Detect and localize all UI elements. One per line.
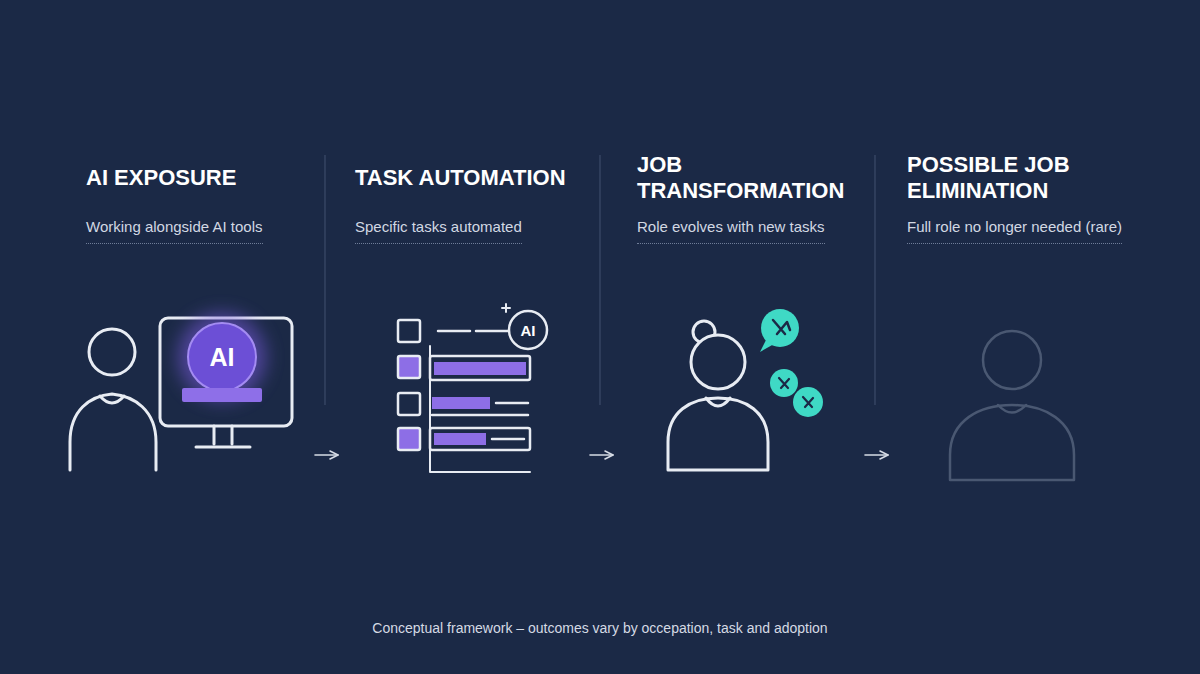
- person-head: [691, 335, 745, 389]
- checklist-icon: [398, 304, 547, 472]
- stage-description: Full role no longer needed (rare): [907, 218, 1122, 244]
- ai-badge-label: AI: [210, 345, 235, 370]
- description-block: Working alongside AI tools: [86, 206, 315, 244]
- list-frame: [430, 346, 530, 472]
- person-body: [70, 394, 156, 470]
- faded-person-icon: [950, 331, 1074, 480]
- flow-arrow: [590, 454, 613, 456]
- person-collar: [100, 396, 124, 403]
- stage-heading: JOB TRANSFORMATION: [637, 152, 862, 204]
- heading-block: POSSIBLE JOB ELIMINATION: [907, 150, 1168, 206]
- stage-column: TASK AUTOMATION Specific tasks automated: [338, 150, 590, 480]
- column-divider: [599, 155, 600, 405]
- task-bar: [434, 362, 526, 375]
- stage-description: Specific tasks automated: [355, 218, 522, 244]
- monitor-stand: [214, 426, 232, 444]
- transformed-person-icon: [668, 309, 823, 470]
- description-block: Role evolves with new tasks: [637, 206, 865, 244]
- person-body: [950, 405, 1074, 480]
- heading-block: AI EXPOSURE: [86, 150, 315, 206]
- column-divider: [324, 155, 325, 405]
- stage-column: JOB TRANSFORMATION Role evolves with new …: [613, 150, 865, 480]
- task-line: [492, 438, 524, 441]
- bubble-tail: [760, 340, 774, 352]
- stage-heading: TASK AUTOMATION: [355, 165, 566, 191]
- heading-block: JOB TRANSFORMATION: [637, 150, 865, 206]
- bubble-symbol: [779, 378, 789, 388]
- ai-badge: [188, 323, 256, 391]
- person-collar: [998, 405, 1026, 413]
- stage-heading: AI EXPOSURE: [86, 165, 236, 191]
- flow-arrow: [865, 454, 888, 456]
- figure-caption: Conceptual framework – outcomes vary by …: [0, 619, 1200, 637]
- person-collar: [706, 398, 730, 406]
- speech-bubble: [793, 387, 823, 417]
- description-block: Full role no longer needed (rare): [907, 206, 1168, 244]
- stage-column: AI EXPOSURE Working alongside AI tools: [80, 150, 315, 480]
- checkbox-checked: [398, 356, 420, 378]
- column-divider: [874, 155, 875, 405]
- speech-bubble: [770, 369, 798, 397]
- person-monitor-icon: [70, 313, 292, 470]
- screen-bar: [182, 388, 262, 402]
- ai-glow: [178, 313, 266, 401]
- ai-badge: [509, 311, 547, 349]
- checkbox: [398, 393, 420, 415]
- person-body: [668, 398, 768, 470]
- checkbox: [398, 320, 420, 342]
- stage-description: Working alongside AI tools: [86, 218, 263, 244]
- stage-column: POSSIBLE JOB ELIMINATION Full role no lon…: [888, 150, 1168, 480]
- task-bar: [434, 433, 486, 445]
- heading-block: TASK AUTOMATION: [355, 150, 590, 206]
- monitor-base: [196, 446, 250, 449]
- ai-badge-label: AI: [521, 323, 536, 338]
- bubble-symbol: [773, 320, 790, 334]
- sparkle: [502, 304, 510, 312]
- person-head: [89, 329, 135, 375]
- person-head: [983, 331, 1041, 389]
- task-row: [430, 428, 530, 450]
- stage-heading: POSSIBLE JOB ELIMINATION: [907, 152, 1107, 204]
- monitor-screen: [160, 318, 292, 426]
- flow-arrow: [315, 454, 338, 456]
- task-line: [432, 403, 528, 415]
- task-row: [430, 356, 530, 380]
- task-bar: [432, 397, 490, 409]
- stage-description: Role evolves with new tasks: [637, 218, 825, 244]
- description-block: Specific tasks automated: [355, 206, 590, 244]
- bubble-symbol: [803, 397, 813, 407]
- checkbox-checked: [398, 428, 420, 450]
- task-line: [438, 330, 512, 333]
